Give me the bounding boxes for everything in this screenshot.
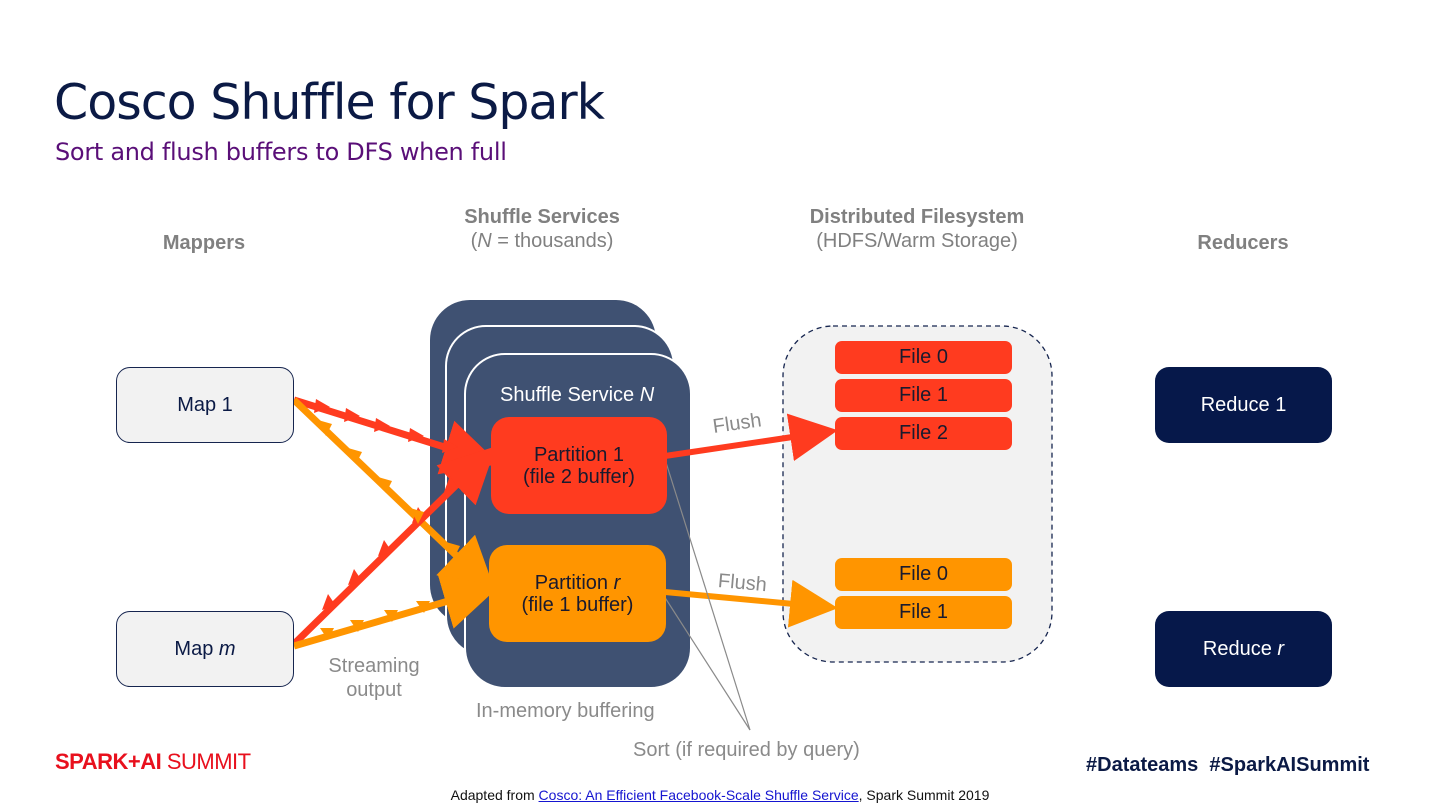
mapper-m-label: Map m	[174, 638, 235, 661]
chevron-orange-3	[378, 477, 392, 493]
shuffle-service-prefix: Shuffle Service	[500, 384, 640, 406]
reducers-heading: Reducers	[1143, 231, 1343, 255]
partition-1-buffer[interactable]: Partition 1 (file 2 buffer)	[491, 417, 667, 514]
partition-r-prefix: Partition	[534, 571, 614, 594]
dfs-red-file-1[interactable]: File 1	[835, 379, 1012, 412]
reducer-1[interactable]: Reduce 1	[1155, 367, 1332, 443]
dfs-note: (HDFS/Warm Storage)	[816, 230, 1018, 252]
partition-1-var: 1	[612, 443, 625, 466]
chevron-orange-10	[450, 592, 464, 604]
chevron-orange-2	[348, 448, 362, 464]
reducer-r[interactable]: Reduce r	[1155, 611, 1332, 687]
chevron-orange-4	[410, 508, 424, 524]
flush-arrow-orange	[664, 579, 838, 628]
chevron-red-10	[444, 476, 458, 492]
reducer-1-var: 1	[1275, 393, 1287, 416]
footer-prefix: Adapted from	[450, 787, 539, 803]
reducer-r-label: Reduce r	[1203, 638, 1284, 661]
dfs-red-file-0-label: File 0	[899, 346, 948, 368]
sort-label: Sort (if required by query)	[633, 739, 860, 761]
reducer-r-var: r	[1277, 637, 1285, 660]
partition-1-text: Partition 1 (file 2 buffer)	[523, 444, 635, 488]
dfs-orange-file-1[interactable]: File 1	[835, 596, 1012, 629]
dfs-red-file-2-label: File 2	[899, 422, 948, 444]
partition-r-var: r	[613, 571, 621, 594]
flush-arrow-red	[664, 413, 838, 462]
in-memory-buffering-label: In-memory buffering	[476, 700, 655, 722]
mapper-m-prefix: Map	[174, 637, 219, 660]
chevron-red-5	[442, 439, 458, 453]
chevron-orange-9	[416, 601, 430, 613]
chevron-orange-1	[318, 420, 332, 436]
mapper-m-var: m	[218, 637, 236, 660]
chevron-red-2	[344, 408, 360, 422]
mapper-1[interactable]: Map 1	[116, 367, 294, 443]
dfs-orange-file-1-label: File 1	[899, 601, 948, 623]
reducer-r-prefix: Reduce	[1202, 637, 1278, 660]
note-open-paren: (	[470, 230, 478, 252]
partition-1-prefix: Partition	[533, 443, 613, 466]
logo-light: SUMMIT	[161, 749, 251, 774]
shuffle-services-heading: Shuffle Services (N = thousands)	[412, 205, 672, 253]
slide-title: Cosco Shuffle for Spark	[54, 74, 605, 131]
mapper-1-label: Map 1	[177, 394, 233, 417]
partition-r-text: Partition r (file 1 buffer)	[522, 572, 634, 616]
shuffle-service-var: N	[639, 384, 655, 406]
hashtags: #Datateams #SparkAISummit	[1086, 754, 1370, 776]
partition-r-file: (file 1 buffer)	[521, 593, 634, 616]
sort-callout-line-1	[663, 455, 751, 731]
partition-r-buffer[interactable]: Partition r (file 1 buffer)	[489, 545, 666, 642]
spark-ai-summit-logo: SPARK+AI SUMMIT	[55, 749, 251, 775]
note-rest: = thousands)	[491, 230, 614, 252]
chevron-orange-7	[350, 620, 364, 632]
dfs-heading: Distributed Filesystem (HDFS/Warm Storag…	[767, 205, 1067, 253]
mappers-heading: Mappers	[104, 231, 304, 255]
reducer-1-prefix: Reduce	[1200, 393, 1276, 416]
stream-chevrons	[314, 399, 464, 640]
note-var: N	[477, 230, 492, 252]
reducers-heading-text: Reducers	[1197, 232, 1289, 254]
chevron-red-3	[374, 418, 390, 432]
mappers-heading-text: Mappers	[162, 232, 246, 254]
streaming-output-label: Streaming output	[314, 654, 434, 702]
dfs-red-file-2[interactable]: File 2	[835, 417, 1012, 450]
mapper-1-var: 1	[221, 393, 233, 416]
mapper-1-prefix: Map	[177, 393, 222, 416]
streaming-line-1: Streaming	[328, 655, 420, 677]
dfs-red-file-0[interactable]: File 0	[835, 341, 1012, 374]
reducer-1-label: Reduce 1	[1201, 394, 1287, 417]
streaming-line-2: output	[346, 679, 402, 701]
footer-source-link[interactable]: Cosco: An Efficient Facebook-Scale Shuff…	[538, 787, 859, 803]
sort-callout-line-2	[663, 595, 751, 731]
chevron-orange-6	[320, 628, 334, 640]
dfs-red-file-1-label: File 1	[899, 384, 948, 406]
shuffle-services-heading-text: Shuffle Services	[464, 206, 620, 228]
dfs-heading-text: Distributed Filesystem	[809, 206, 1025, 228]
chevron-red-7	[348, 569, 362, 585]
chevron-red-1	[314, 399, 330, 413]
dfs-orange-file-0[interactable]: File 0	[835, 558, 1012, 591]
footer-citation: Adapted from Cosco: An Efficient Faceboo…	[0, 787, 1440, 803]
chevron-red-8	[378, 540, 392, 556]
mapper-m[interactable]: Map m	[116, 611, 294, 687]
shuffle-service-label: Shuffle Service N	[500, 384, 654, 407]
dfs-orange-file-0-label: File 0	[899, 563, 948, 585]
chevron-orange-8	[384, 610, 398, 622]
partition-1-file: (file 2 buffer)	[523, 465, 635, 488]
flush-label-bottom: Flush	[717, 570, 768, 597]
chevron-red-6	[322, 594, 336, 610]
chevron-orange-5	[446, 542, 460, 558]
slide-subtitle: Sort and flush buffers to DFS when full	[55, 138, 507, 166]
footer-suffix: , Spark Summit 2019	[858, 787, 990, 803]
shuffle-services-note: (N = thousands)	[471, 230, 614, 252]
logo-bold: SPARK+AI	[55, 749, 162, 774]
chevron-red-4	[408, 428, 424, 442]
